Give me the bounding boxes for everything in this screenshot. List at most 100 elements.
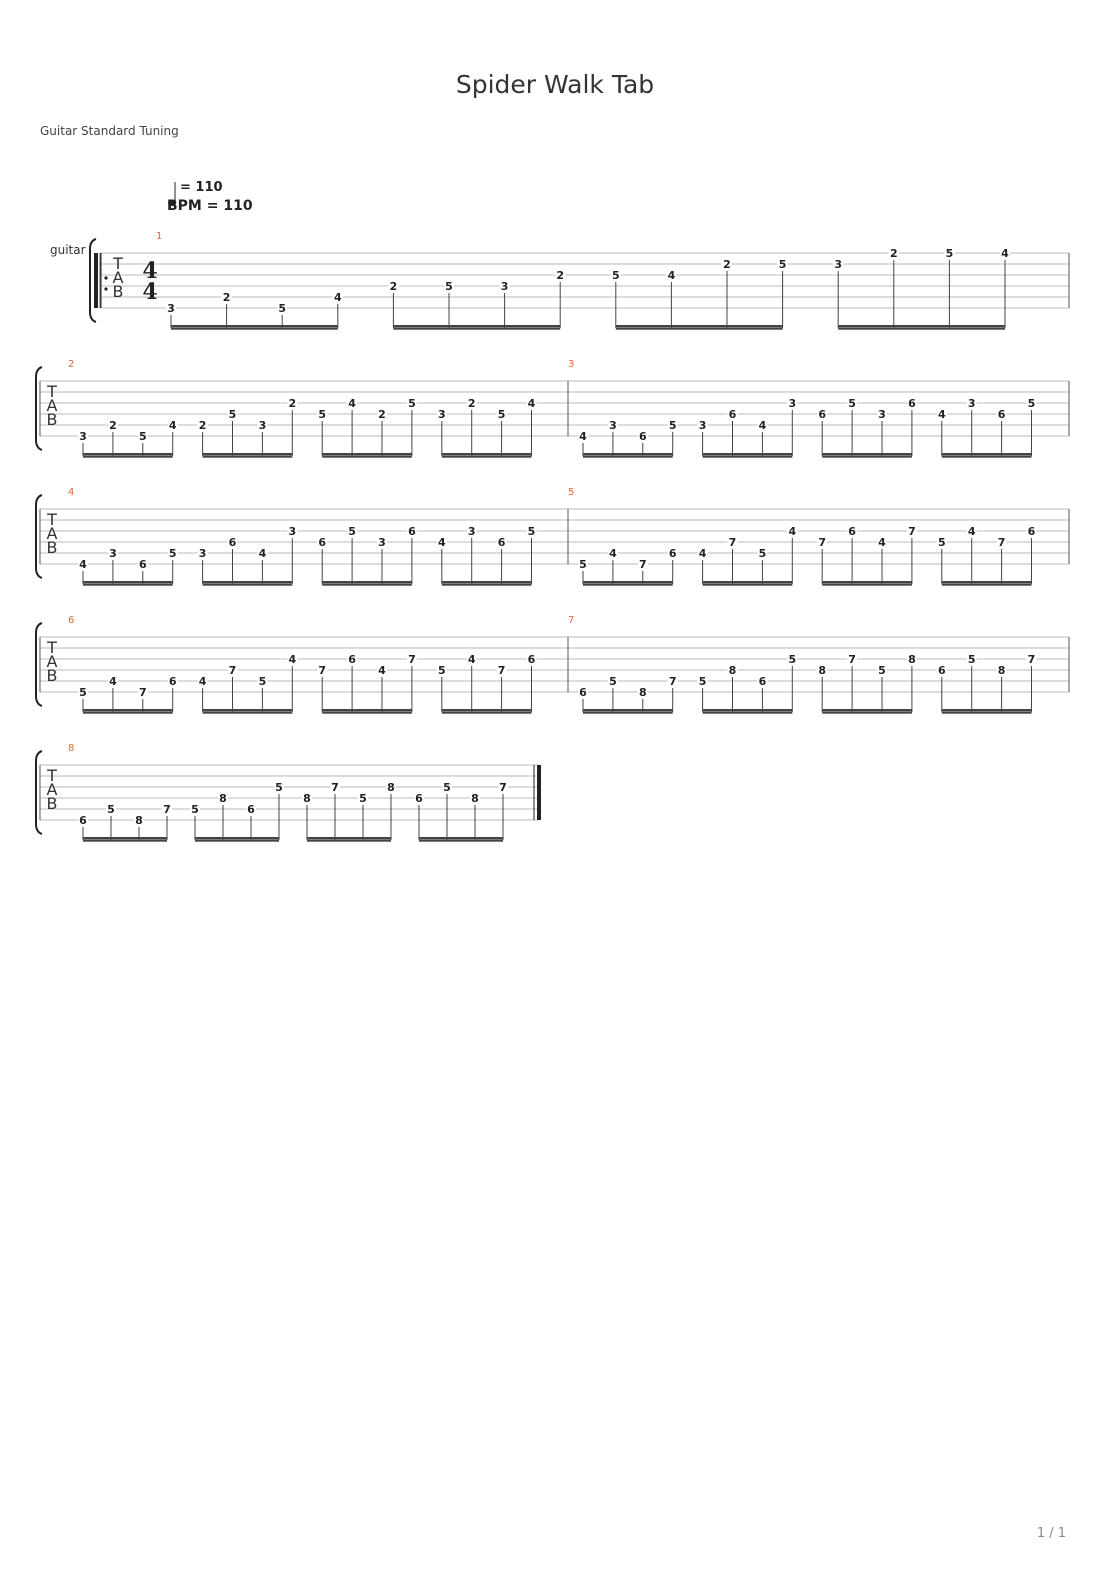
measure-number: 7 bbox=[568, 615, 574, 626]
fret-number: 6 bbox=[247, 803, 255, 816]
beam-secondary bbox=[202, 455, 293, 458]
fret-knockout bbox=[167, 419, 178, 431]
tab-clef-letter: A bbox=[47, 524, 58, 543]
beam-primary bbox=[583, 709, 673, 712]
fret-number: 3 bbox=[79, 430, 87, 443]
beam-secondary bbox=[419, 839, 503, 842]
track-name: guitar bbox=[50, 243, 86, 257]
fret-number: 6 bbox=[639, 430, 647, 443]
fret-number: 3 bbox=[699, 419, 707, 432]
fret-knockout bbox=[167, 547, 178, 559]
tab-clef-letter: B bbox=[47, 538, 58, 557]
fret-number: 5 bbox=[848, 397, 856, 410]
fret-number: 5 bbox=[348, 525, 356, 538]
tab-clef-letter: B bbox=[113, 282, 124, 301]
fret-knockout bbox=[274, 781, 284, 793]
fret-knockout bbox=[257, 419, 268, 431]
beam-primary bbox=[702, 709, 793, 712]
fret-number: 7 bbox=[331, 781, 339, 794]
beam-secondary bbox=[83, 711, 173, 714]
fret-knockout bbox=[697, 675, 708, 687]
beam-primary bbox=[322, 581, 412, 584]
fret-number: 4 bbox=[79, 558, 87, 571]
fret-number: 8 bbox=[818, 664, 826, 677]
tab-clef-letter: T bbox=[46, 510, 57, 529]
beam-primary bbox=[83, 581, 173, 584]
fret-knockout bbox=[197, 547, 208, 559]
fret-knockout bbox=[406, 525, 417, 537]
beam-secondary bbox=[202, 583, 293, 586]
fret-knockout bbox=[317, 408, 328, 420]
fret-knockout bbox=[137, 430, 148, 442]
fret-number: 5 bbox=[408, 397, 416, 410]
fret-number: 4 bbox=[348, 397, 356, 410]
fret-knockout bbox=[377, 536, 387, 548]
fret-number: 7 bbox=[139, 686, 147, 699]
fret-knockout bbox=[106, 803, 116, 815]
fret-number: 4 bbox=[109, 675, 117, 688]
measure-number: 4 bbox=[68, 487, 74, 498]
fret-number: 4 bbox=[609, 547, 617, 560]
fret-knockout bbox=[607, 547, 618, 559]
fret-knockout bbox=[787, 653, 798, 665]
beam-secondary bbox=[838, 327, 1005, 330]
fret-number: 4 bbox=[199, 675, 207, 688]
fret-number: 3 bbox=[167, 302, 175, 315]
tab-clef-letter: B bbox=[47, 666, 58, 685]
fret-knockout bbox=[406, 653, 417, 665]
fret-knockout bbox=[906, 653, 917, 665]
fret-number: 3 bbox=[501, 280, 509, 293]
beam-primary bbox=[202, 581, 293, 584]
beam-primary bbox=[822, 709, 912, 712]
fret-number: 3 bbox=[788, 397, 796, 410]
repeat-dot bbox=[104, 276, 108, 280]
fret-knockout bbox=[727, 536, 738, 548]
beam-primary bbox=[83, 709, 173, 712]
fret-knockout bbox=[1000, 247, 1010, 259]
fret-knockout bbox=[496, 536, 507, 548]
fret-knockout bbox=[436, 664, 447, 676]
fret-knockout bbox=[107, 675, 118, 687]
tab-clef-letter: T bbox=[46, 638, 57, 657]
fret-number: 3 bbox=[968, 397, 976, 410]
fret-number: 6 bbox=[415, 792, 423, 805]
fret-knockout bbox=[877, 536, 887, 548]
fret-knockout bbox=[347, 525, 358, 537]
fret-number: 4 bbox=[938, 408, 946, 421]
fret-number: 5 bbox=[229, 408, 237, 421]
fret-number: 6 bbox=[669, 547, 677, 560]
tab-clef-letter: T bbox=[46, 766, 57, 785]
fret-knockout bbox=[944, 247, 955, 259]
fret-number: 5 bbox=[528, 525, 536, 538]
fret-number: 4 bbox=[968, 525, 976, 538]
fret-knockout bbox=[317, 536, 328, 548]
fret-number: 8 bbox=[303, 792, 311, 805]
fret-knockout bbox=[906, 525, 917, 537]
fret-number: 3 bbox=[609, 419, 617, 432]
fret-knockout bbox=[996, 664, 1007, 676]
fret-number: 5 bbox=[443, 781, 451, 794]
time-signature-numerator: 4 bbox=[142, 258, 157, 284]
beam-primary bbox=[307, 837, 391, 840]
fret-number: 7 bbox=[163, 803, 171, 816]
fret-number: 4 bbox=[334, 291, 342, 304]
tab-clef-letter: B bbox=[47, 410, 58, 429]
fret-knockout bbox=[936, 536, 947, 548]
fret-number: 5 bbox=[445, 280, 453, 293]
fret-number: 5 bbox=[318, 408, 326, 421]
fret-number: 6 bbox=[908, 397, 916, 410]
fret-knockout bbox=[227, 408, 238, 420]
tab-clef-letter: A bbox=[47, 396, 58, 415]
beam-secondary bbox=[822, 711, 912, 714]
fret-number: 8 bbox=[908, 653, 916, 666]
measure-number: 5 bbox=[568, 487, 574, 498]
fret-number: 7 bbox=[498, 664, 506, 677]
beam-secondary bbox=[702, 711, 793, 714]
fret-knockout bbox=[757, 675, 768, 687]
beam-secondary bbox=[702, 583, 793, 586]
fret-knockout bbox=[637, 686, 648, 698]
fret-number: 6 bbox=[848, 525, 856, 538]
fret-number: 8 bbox=[471, 792, 479, 805]
fret-number: 5 bbox=[169, 547, 177, 560]
